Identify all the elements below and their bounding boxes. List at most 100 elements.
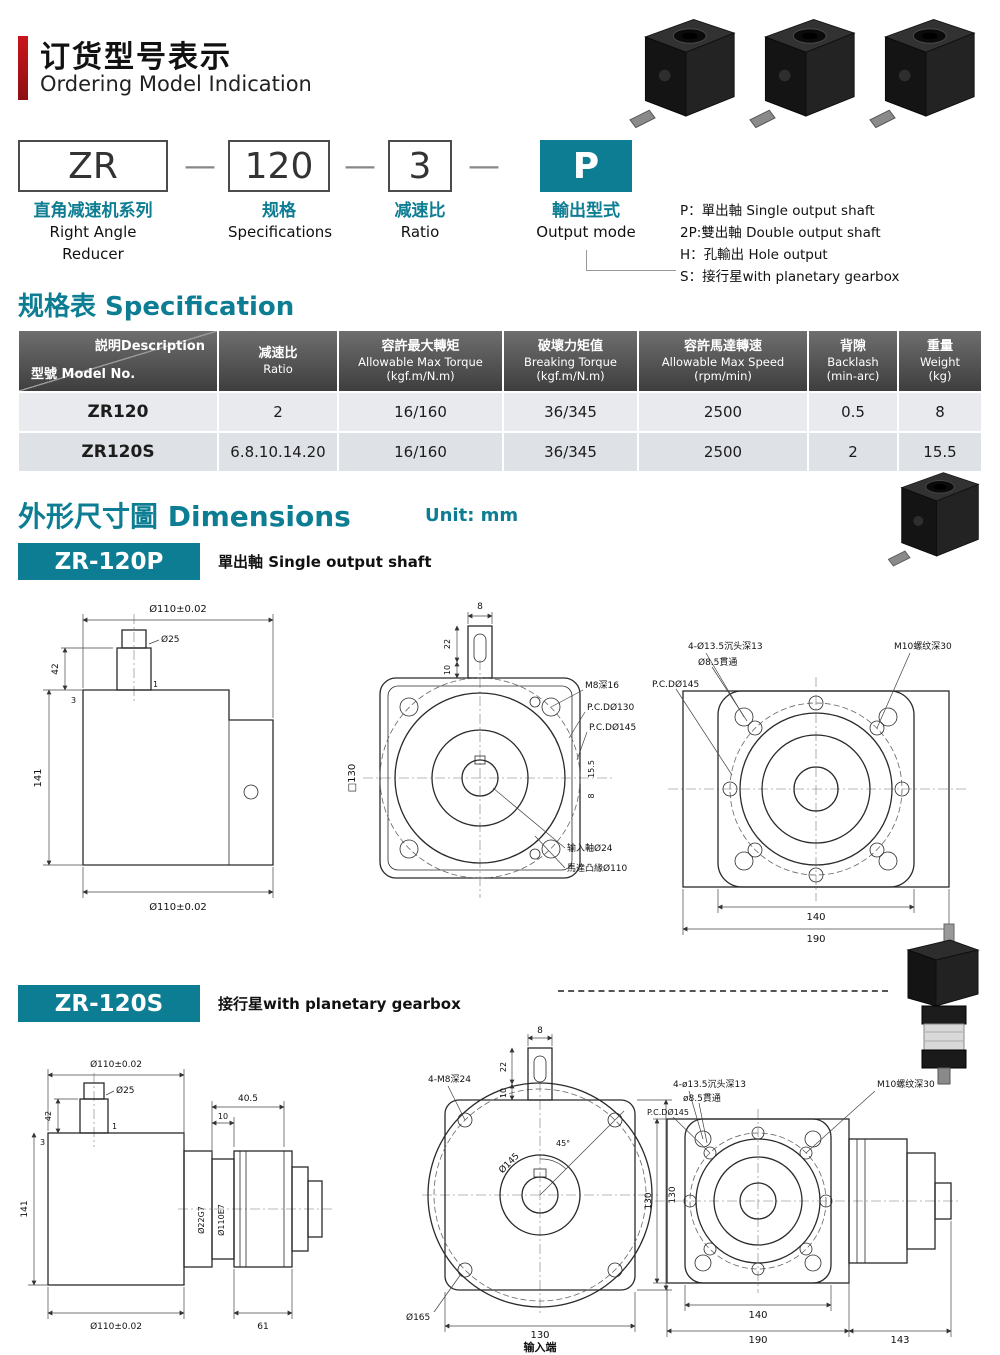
segment-label-zh: 减速比 (394, 201, 446, 221)
dim-label: M10螺纹深30 (894, 640, 952, 652)
cell-breaking: 36/345 (503, 392, 638, 432)
page-title-zh: 订货型号表示 (40, 40, 232, 75)
gearbox-photo-planetary (906, 923, 980, 1085)
gearbox-outline (666, 1118, 952, 1284)
dim-label: 143 (890, 1335, 909, 1346)
dim-label: 输入軸Ø24 (567, 842, 613, 854)
dim-label: 3 (40, 1138, 45, 1147)
segment-label-zh: 规格 (262, 201, 296, 221)
page-title-en: Ordering Model Indication (40, 72, 312, 96)
code-box-series: ZR (18, 140, 168, 192)
dim-label: Ø110±0.02 (90, 1059, 142, 1070)
dim-label: 130 (530, 1330, 549, 1341)
dim-label: 40.5 (238, 1094, 258, 1104)
cell-ratio: 2 (218, 392, 338, 432)
segment-label-spec: 规格 Specifications (228, 200, 333, 244)
output-mode-option: 2P:雙出軸 Double output shaft (680, 225, 881, 241)
dim-label: 141 (20, 1200, 30, 1217)
dim-label: 1 (153, 680, 158, 689)
product-photo-1 (625, 8, 743, 143)
segment-label-series: 直角减速机系列 Right Angle Reducer (18, 200, 168, 266)
code-dash: — (184, 146, 216, 184)
segment-label-en: Specifications (228, 223, 333, 242)
dim-label: 42 (51, 663, 61, 674)
dimensions-unit: Unit: mm (425, 505, 519, 526)
code-box-output: P (540, 140, 632, 192)
dim-label: 130 (644, 1192, 654, 1209)
segment-label-en: Right Angle Reducer (49, 223, 137, 263)
dim-label: 4-M8深24 (428, 1074, 471, 1085)
dim-label: 10 (218, 1112, 228, 1121)
cell-backlash: 0.5 (808, 392, 898, 432)
dim-label: 3 (71, 696, 76, 705)
col-header-model: 説明Description 型號 Model No. (18, 330, 218, 392)
dim-label: Ø8.5貫通 (698, 657, 737, 668)
dim-label: M10螺纹深30 (877, 1078, 935, 1090)
input-end-label: 输入端 (524, 1340, 557, 1354)
dim-label: P.C.DØ145 (647, 1107, 689, 1117)
dim-label: 4-Ø13.5沉头深13 (688, 641, 763, 652)
segment-label-en: Ratio (400, 223, 440, 242)
dim-label: Ø25 (161, 634, 180, 645)
cell-weight: 15.5 (898, 432, 982, 472)
dim-label: □130 (347, 764, 358, 793)
cell-weight: 8 (898, 392, 982, 432)
dim-label: ø8.5貫通 (683, 1093, 721, 1104)
red-accent-bar (18, 36, 28, 100)
dim-label: Ø110±0.02 (149, 901, 207, 913)
table-row: ZR120 2 16/160 36/345 2500 0.5 8 (18, 392, 982, 432)
corner-description-label: 説明Description (94, 339, 205, 354)
dim-label: 10 (499, 1088, 508, 1098)
segment-label-zh: 輸出型式 (552, 201, 620, 221)
dim-label: 42 (44, 1111, 53, 1121)
dim-label: 140 (806, 912, 825, 923)
product-photo-2 (745, 8, 863, 143)
dimensions-section-title: 外形尺寸圖 Dimensions (18, 500, 351, 533)
drawing-zr120s-rear-view: 4-ø13.5沉头深13 ø8.5貫通 P.C.DØ145 M10螺纹深30 1… (644, 1078, 961, 1346)
badge-zr120s-desc: 接行星with planetary gearbox (218, 995, 461, 1013)
segment-label-output: 輸出型式 Output mode (520, 200, 652, 244)
drawing-zr120p-rear-view: 4-Ø13.5沉头深13 Ø8.5貫通 P.C.DØ145 M10螺纹深30 1… (652, 640, 968, 945)
dim-label: Ø25 (116, 1085, 135, 1096)
dim-label: 8 (477, 602, 483, 612)
code-dash: — (468, 146, 500, 184)
drawing-zr120p-front-view: 8 22 10 M8深16 P.C.DØ130 P.C.DØ145 □130 1… (347, 602, 636, 898)
dashed-separator (558, 990, 888, 992)
dim-label: Ø110±0.02 (90, 1321, 142, 1332)
cell-ratio: 6.8.10.14.20 (218, 432, 338, 472)
cell-speed: 2500 (638, 392, 808, 432)
gearbox-outline (379, 625, 581, 879)
dim-label: 140 (748, 1310, 767, 1321)
dim-label: 1 (112, 1122, 117, 1131)
segment-label-ratio: 减速比 Ratio (388, 200, 452, 244)
dim-label: 15.5 (587, 760, 596, 778)
dim-label: M8深16 (585, 680, 619, 691)
badge-zr120p-desc: 單出軸 Single output shaft (218, 553, 432, 571)
dim-label: Ø145 (497, 1151, 522, 1176)
legend-connector-horizontal (586, 270, 676, 271)
cell-model: ZR120S (18, 432, 218, 472)
code-box-ratio: 3 (388, 140, 452, 192)
dim-label: 8 (587, 793, 596, 798)
cell-backlash: 2 (808, 432, 898, 472)
product-photo-3 (865, 8, 983, 143)
badge-zr120p: ZR-120P (18, 543, 200, 580)
dim-label: 4-ø13.5沉头深13 (673, 1079, 746, 1090)
dim-label: P.C.DØ145 (652, 679, 699, 690)
drawing-zr120s-front-view: 8 22 10 4-M8深24 45° Ø145 130 Ø165 130 输入… (406, 1026, 678, 1354)
dim-label: Ø165 (406, 1312, 430, 1323)
dim-label: 61 (257, 1322, 268, 1332)
dim-label: 190 (748, 1335, 767, 1346)
drawing-zr120s-side-view: Ø110±0.02 Ø25 42 3 141 1 40.5 10 Ø22G7 Ø… (20, 1059, 332, 1332)
segment-label-zh: 直角减速机系列 (33, 201, 153, 221)
dim-label: P.C.DØ145 (589, 722, 636, 733)
drawing-zr120p-side-view: Ø110±0.02 Ø25 42 3 141 1 Ø110±0.02 (33, 603, 274, 913)
cell-breaking: 36/345 (503, 432, 638, 472)
dim-label: 141 (33, 768, 44, 787)
